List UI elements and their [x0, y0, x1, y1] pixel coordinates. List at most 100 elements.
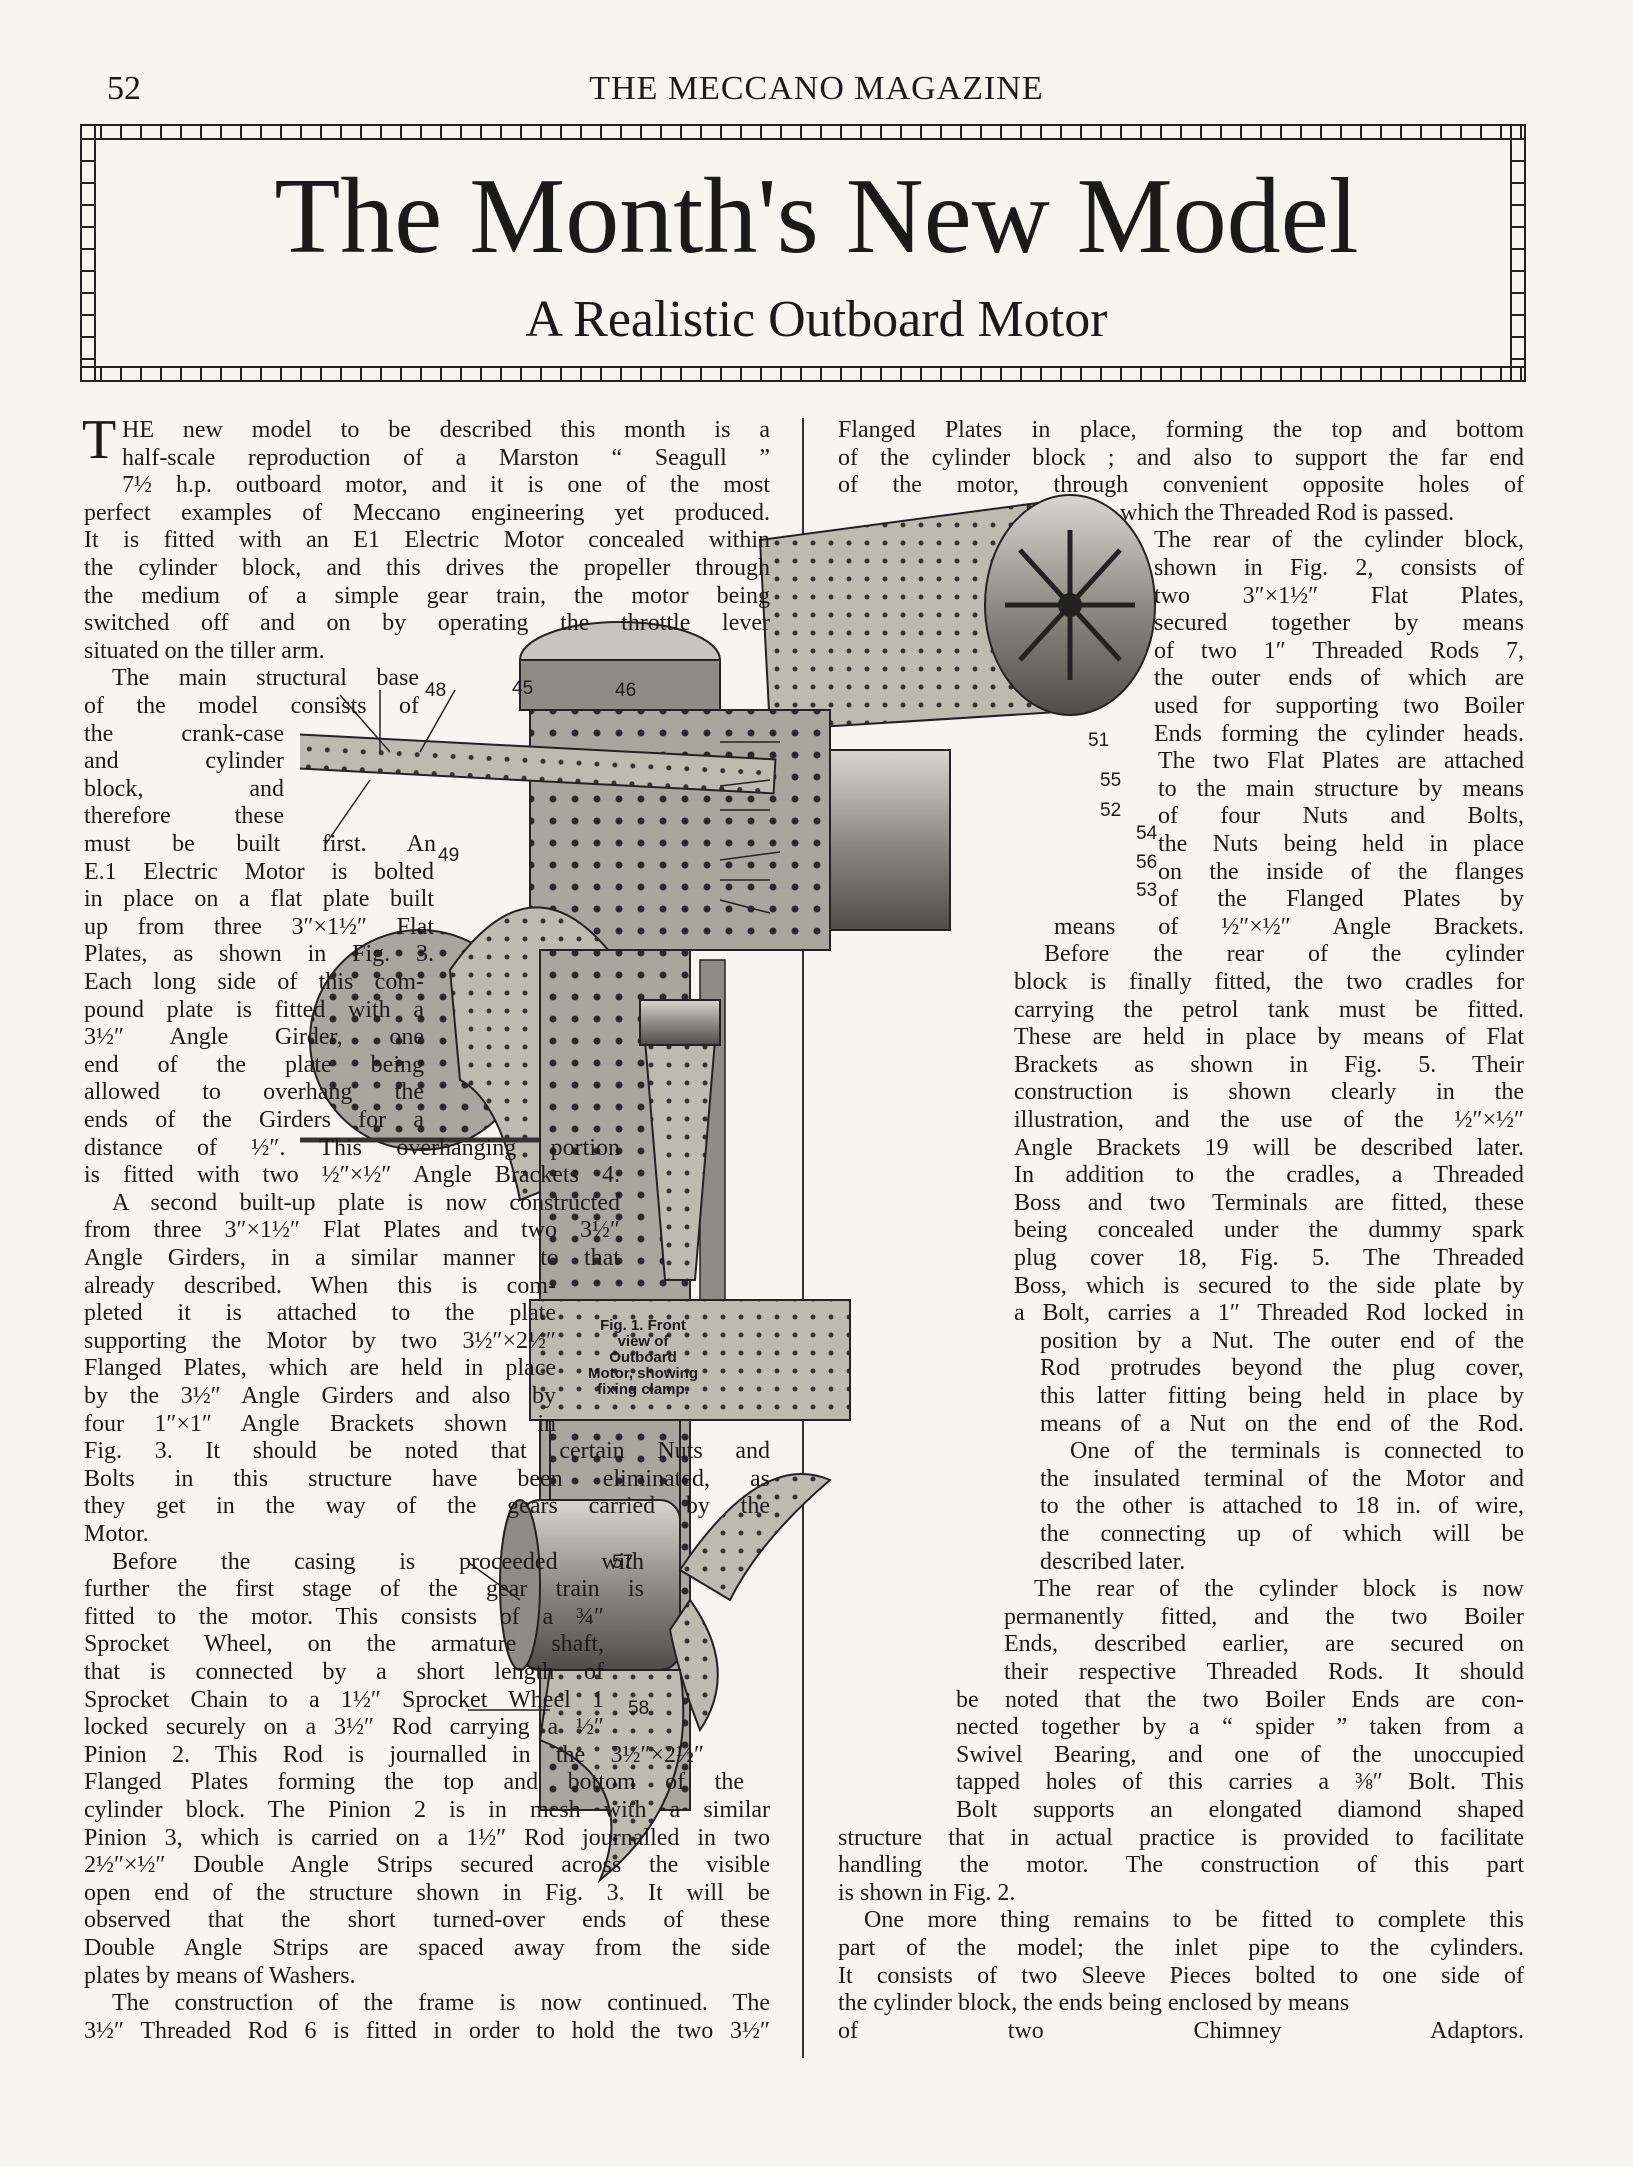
- left-line: block, and: [84, 775, 284, 802]
- right-line: illustration, and the use of the ½″×½″: [1014, 1107, 1524, 1133]
- right-line: the outer ends of which are: [1154, 665, 1524, 692]
- callout-52: 52: [1100, 800, 1122, 821]
- left-line: Each long side of this com-: [84, 969, 424, 995]
- right-line: Ends forming the cylinder heads.: [1154, 720, 1524, 747]
- right-line: tapped holes of this carries a ⅜″ Bolt. …: [956, 1769, 1524, 1796]
- left-line: already described. When this is com-: [84, 1272, 556, 1299]
- right-line: two 3″×1½″ Flat Plates,: [1154, 582, 1524, 609]
- right-line: shown in Fig. 2, consists of: [1154, 555, 1524, 581]
- left-line: Angle Girders, in a similar manner to th…: [84, 1245, 620, 1271]
- left-line: cylinder block. The Pinion 2 is in mesh …: [84, 1797, 770, 1823]
- right-line: used for supporting two Boiler: [1154, 693, 1524, 719]
- right-line: plug cover 18, Fig. 5. The Threaded: [1014, 1245, 1524, 1271]
- right-line: These are held in place by means of Flat: [1014, 1024, 1524, 1051]
- left-line: Plates, as shown in Fig. 3.: [84, 941, 434, 968]
- left-line: Before the casing is proceeded with: [112, 1548, 644, 1575]
- left-line: Flanged Plates forming the top and botto…: [84, 1769, 744, 1796]
- right-line: block is finally fitted, the two cradles…: [1014, 969, 1524, 995]
- left-line: locked securely on a 3½″ Rod carrying a …: [84, 1714, 604, 1741]
- left-line: Fig. 3. It should be noted that certain …: [84, 1438, 770, 1465]
- callout-48: 48: [425, 680, 447, 701]
- right-line: be noted that the two Boiler Ends are co…: [956, 1686, 1524, 1713]
- right-line: being concealed under the dummy spark: [1014, 1217, 1524, 1244]
- left-line: in place on a flat plate built: [84, 886, 434, 913]
- figure-caption: Fig. 1. Front view of Outboard Motor, sh…: [588, 1317, 698, 1398]
- right-line: One more thing remains to be fitted to c…: [864, 1907, 1524, 1934]
- left-line: the cylinder block, and this drives the …: [84, 555, 770, 581]
- column-rule: [802, 418, 804, 2058]
- right-line: which the Threaded Rod is passed.: [1120, 499, 1455, 526]
- left-line: of the model consists of: [84, 693, 419, 719]
- right-line: the connecting up of which will be: [1040, 1521, 1524, 1547]
- right-line: Ends, described earlier, are secured on: [1004, 1631, 1524, 1658]
- left-line: The construction of the frame is now con…: [112, 1990, 770, 2017]
- right-line: a Bolt, carries a 1″ Threaded Rod locked…: [1014, 1300, 1524, 1327]
- callout-54: 54: [1136, 823, 1158, 844]
- right-line: part of the model; the inlet pipe to the…: [838, 1935, 1524, 1961]
- left-line: ends of the Girders for a: [84, 1107, 424, 1133]
- left-line: Sprocket Chain to a 1½″ Sprocket Wheel 1: [84, 1686, 604, 1713]
- callout-53: 53: [1136, 880, 1158, 901]
- right-line: their respective Threaded Rods. It shoul…: [1004, 1659, 1524, 1685]
- left-line: perfect examples of Meccano engineering …: [84, 499, 770, 526]
- left-line: It is fitted with an E1 Electric Motor c…: [84, 527, 770, 554]
- left-line: distance of ½″. This overhanging portion: [84, 1134, 620, 1161]
- right-line: to the other is attached to 18 in. of wi…: [1040, 1493, 1524, 1520]
- callout-55: 55: [1100, 770, 1122, 791]
- left-line: supporting the Motor by two 3½″×2½″: [84, 1327, 556, 1354]
- right-line: on the inside of the flanges: [1158, 858, 1524, 885]
- left-line: up from three 3″×1½″ Flat: [84, 913, 434, 940]
- left-line: HE new model to be described this month …: [122, 417, 770, 443]
- left-line: the medium of a simple gear train, the m…: [84, 582, 770, 609]
- right-line: the insulated terminal of the Motor and: [1040, 1465, 1524, 1492]
- main-title: The Month's New Model: [274, 157, 1359, 276]
- right-line: One of the terminals is connected to: [1070, 1438, 1524, 1465]
- left-line: by the 3½″ Angle Girders and also by: [84, 1383, 556, 1409]
- left-line: Double Angle Strips are spaced away from…: [84, 1935, 770, 1961]
- outboard-motor-figure: [300, 494, 1156, 1884]
- right-line: Angle Brackets 19 will be described late…: [1014, 1134, 1524, 1161]
- left-line: 3½″ Angle Girder, one: [84, 1024, 424, 1051]
- right-line: means of ½″×½″ Angle Brackets.: [1054, 913, 1524, 940]
- left-line: 2½″×½″ Double Angle Strips secured acros…: [84, 1852, 770, 1879]
- right-line: Bolt supports an elongated diamond shape…: [956, 1797, 1524, 1823]
- right-line: handling the motor. The construction of …: [838, 1852, 1524, 1879]
- left-line: Bolts in this structure have been elimin…: [84, 1465, 770, 1492]
- running-head: THE MECCANO MAGAZINE: [589, 70, 1044, 107]
- left-line: Pinion 2. This Rod is journalled in the …: [84, 1741, 704, 1768]
- right-line: nected together by a “ spider ” taken fr…: [956, 1714, 1524, 1741]
- left-line: plates by means of Washers.: [84, 1962, 356, 1989]
- left-line: switched off and on by operating the thr…: [84, 610, 770, 637]
- right-line: Before the rear of the cylinder: [1044, 941, 1524, 968]
- subtitle: A Realistic Outboard Motor: [525, 291, 1108, 348]
- right-line: of the motor, through convenient opposit…: [838, 472, 1524, 499]
- right-line: of two Chimney Adaptors.: [838, 2017, 1524, 2044]
- left-line: Pinion 3, which is carried on a 1½″ Rod …: [84, 1824, 770, 1851]
- right-line: Boss and two Terminals are fitted, these: [1014, 1189, 1524, 1216]
- right-line: described later.: [1040, 1548, 1186, 1575]
- right-line: of two 1″ Threaded Rods 7,: [1154, 637, 1524, 664]
- left-line: fitted to the motor. This consists of a …: [84, 1603, 604, 1630]
- left-line: the crank-case: [84, 720, 284, 747]
- right-line: this latter fitting being held in place …: [1040, 1383, 1524, 1409]
- left-line: pound plate is fitted with a: [84, 996, 424, 1023]
- callout-56: 56: [1136, 852, 1158, 873]
- right-line: secured together by means: [1154, 610, 1524, 637]
- drop-cap: T: [82, 409, 117, 471]
- right-line: construction is shown clearly in the: [1014, 1079, 1524, 1106]
- right-line: of the cylinder block ; and also to supp…: [838, 444, 1524, 471]
- right-line: The rear of the cylinder block is now: [1034, 1576, 1524, 1603]
- left-line: must be built first. An: [84, 831, 436, 857]
- right-line: In addition to the cradles, a Threaded: [1014, 1162, 1524, 1189]
- left-line: open end of the structure shown in Fig. …: [84, 1879, 770, 1906]
- callout-57: 57: [612, 1552, 634, 1573]
- right-line: carrying the petrol tank must be fitted.: [1014, 996, 1524, 1023]
- left-line: they get in the way of the gears carried…: [84, 1493, 770, 1520]
- right-line: Brackets as shown in Fig. 5. Their: [1014, 1051, 1524, 1078]
- right-line: the cylinder block, the ends being enclo…: [838, 1990, 1350, 2017]
- left-line: that is connected by a short length of: [84, 1659, 604, 1685]
- callout-58: 58: [628, 1698, 650, 1719]
- left-line: pleted it is attached to the plate: [84, 1300, 556, 1327]
- right-line: position by a Nut. The outer end of the: [1040, 1327, 1524, 1354]
- right-line: The two Flat Plates are attached: [1158, 748, 1524, 775]
